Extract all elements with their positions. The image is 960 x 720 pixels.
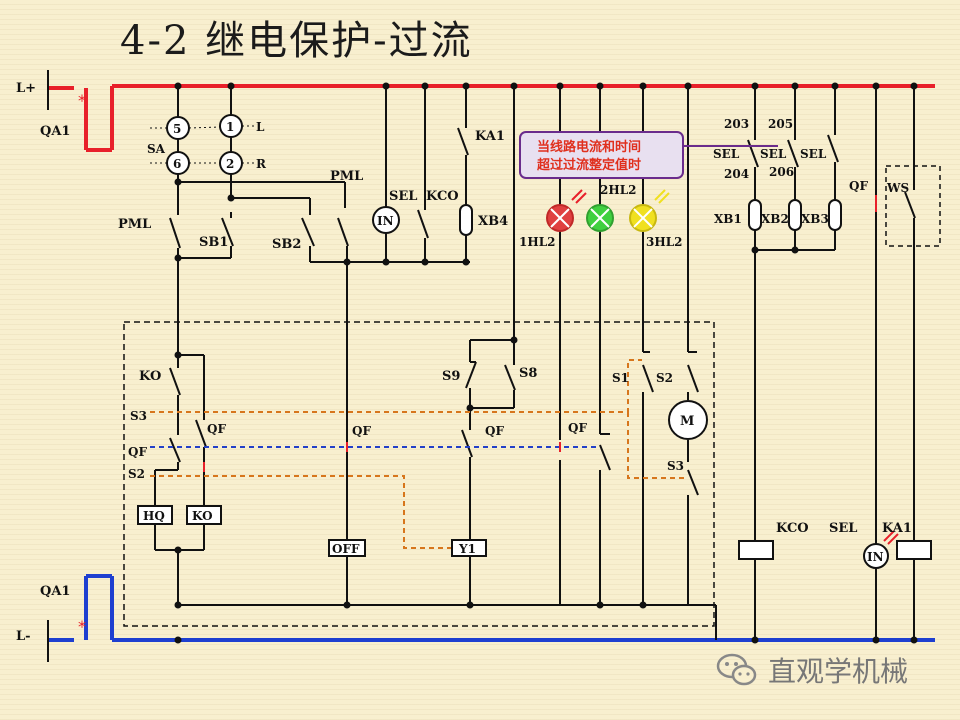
s9-label: S9 [442, 369, 460, 384]
qf-d-label: QF [568, 421, 587, 435]
note-line-1: 当线路电流和时间 [537, 139, 641, 155]
sel-label-2: SEL [829, 521, 857, 536]
sb2-label: SB2 [272, 237, 301, 252]
pml-left-label: PML [118, 217, 151, 232]
s1-label: S1 [612, 371, 629, 385]
3hl2-label: 3HL2 [646, 235, 682, 249]
wechat-icon [716, 653, 757, 686]
in-meter-top [372, 206, 400, 234]
off-label: OFF [332, 542, 360, 556]
selector-switch-sa [150, 114, 254, 175]
kco-label-1: KCO [426, 189, 459, 204]
ko-label: KO [139, 369, 161, 384]
overcurrent-note [519, 131, 778, 179]
xb3-link [828, 199, 842, 231]
kco-label-2: KCO [776, 521, 809, 536]
qa1-top-label: QA1 [40, 124, 70, 139]
sa-position-r: R [256, 157, 267, 171]
ws-box [885, 165, 941, 247]
s3-left-label: S3 [130, 409, 147, 423]
qf-left-label: QF [128, 445, 147, 459]
switchgear-enclosure [123, 321, 715, 627]
2hl2-label: 2HL2 [600, 183, 636, 197]
ko-box [186, 505, 222, 525]
in-meter-bottom-label: IN [867, 550, 884, 564]
watermark-text: 直观学机械 [768, 655, 909, 688]
motor-label: M [680, 414, 694, 429]
negative-bus [48, 574, 935, 642]
hq-box [137, 505, 173, 525]
lamp-1hl2 [546, 189, 587, 232]
qf-c-label: QF [485, 424, 504, 438]
sel-c-label: SEL [800, 147, 827, 161]
qa1-top-breaker-mark: * [78, 91, 86, 110]
slide-title: 4-2 继电保护-过流 [120, 18, 473, 64]
aux-dashed-links [150, 359, 688, 549]
pml-top-label: PML [330, 169, 363, 184]
s8-label: S8 [519, 366, 537, 381]
y1-box [451, 539, 487, 557]
sel-label-1: SEL [389, 189, 417, 204]
motor [668, 400, 708, 440]
in-meter-top-label: IN [377, 214, 394, 228]
xb4-link [459, 204, 473, 236]
xb2-link [788, 199, 802, 231]
control-wiring [154, 86, 916, 640]
s2-left-label: S2 [128, 467, 145, 481]
sa-contact-1: 1 [226, 120, 234, 134]
qa1-bottom-breaker-mark: * [78, 617, 86, 636]
xb4-label: XB4 [478, 214, 508, 229]
xb1-label: XB1 [714, 212, 742, 226]
ka1-top-label: KA1 [475, 129, 505, 144]
l-minus-label: L- [16, 629, 31, 644]
sb1-label: SB1 [199, 235, 228, 250]
lamp-2hl2 [586, 204, 614, 232]
junction-dots [174, 82, 918, 644]
ko-box-label: KO [192, 509, 213, 523]
terminal-203: 203 [724, 117, 749, 131]
s3-right-label: S3 [667, 459, 684, 473]
y1-label: Y1 [458, 542, 476, 556]
terminal-205: 205 [768, 117, 793, 131]
xb3-label: XB3 [801, 212, 829, 226]
sel-b-label: SEL [760, 147, 787, 161]
sa-contact-2: 2 [226, 157, 234, 171]
ka1-bottom-label: KA1 [882, 521, 912, 536]
sa-position-l: L [256, 120, 265, 134]
sa-contact-6: 6 [173, 157, 181, 171]
qf-red-marks [203, 195, 877, 472]
qf-a-label: QF [207, 422, 226, 436]
qa1-bottom-label: QA1 [40, 584, 70, 599]
xb1-link [748, 199, 762, 231]
watermark: 直观学机械 [716, 650, 908, 690]
sa-contact-5: 5 [173, 122, 181, 136]
terminal-204: 204 [724, 167, 749, 181]
note-line-2: 超过过流整定值时 [537, 157, 641, 173]
ws-label: WS [886, 181, 909, 195]
qf-top-label: QF [849, 179, 868, 193]
sel-a-label: SEL [713, 147, 740, 161]
l-plus-label: L+ [16, 81, 36, 96]
s2-right-label: S2 [656, 371, 673, 385]
off-box [328, 539, 366, 557]
lamp-3hl2 [629, 189, 670, 232]
xb2-label: XB2 [761, 212, 789, 226]
ka1-coil [896, 540, 932, 560]
in-meter-bottom [863, 530, 899, 569]
qf-b-label: QF [352, 424, 371, 438]
sa-label: SA [147, 142, 166, 156]
terminal-206: 206 [769, 165, 794, 179]
kco-coil [738, 540, 774, 560]
1hl2-label: 1HL2 [519, 235, 555, 249]
hq-label: HQ [143, 509, 165, 523]
